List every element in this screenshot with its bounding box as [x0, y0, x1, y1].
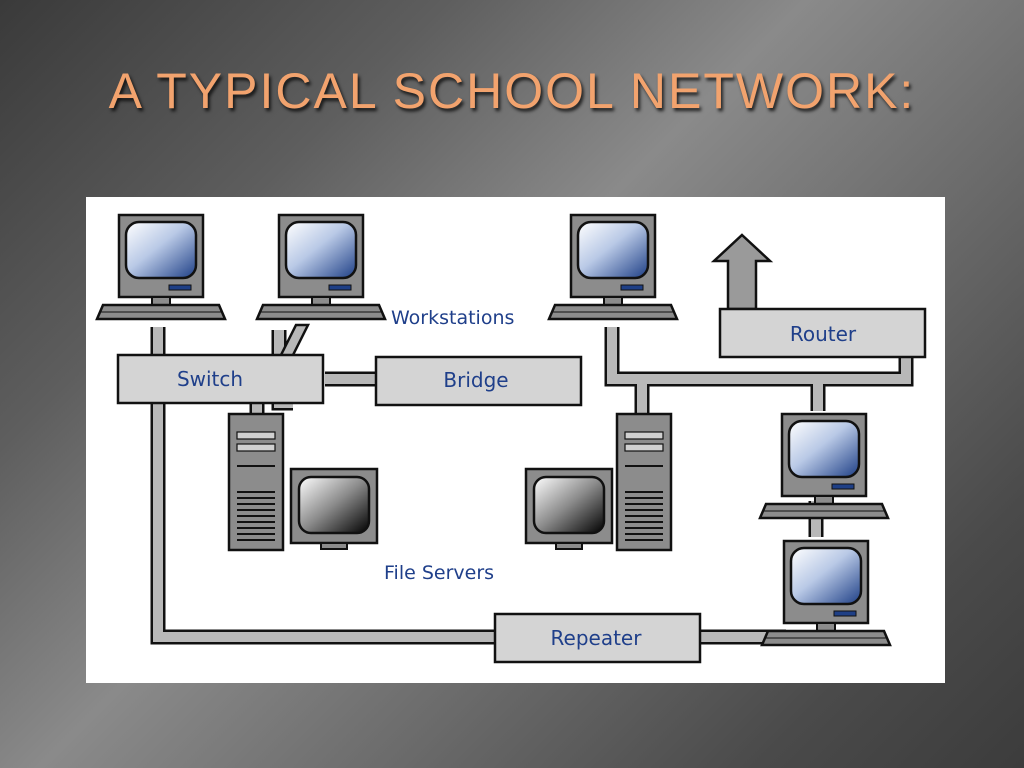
slide-title: A TYPICAL SCHOOL NETWORK: [108, 63, 916, 119]
uplink-arrow-icon [710, 233, 774, 311]
network-diagram: Switch Bridge Router Repeater Workstatio… [86, 197, 945, 683]
workstations-label: Workstations [391, 307, 514, 329]
workstation-computer-icon [95, 213, 227, 321]
bridge-device: Bridge [374, 355, 583, 407]
switch-label: Switch [177, 367, 243, 391]
server-monitor-icon [524, 467, 614, 551]
workstation-computer-icon [547, 213, 679, 321]
file-server-tower-icon [227, 412, 285, 552]
repeater-device: Repeater [493, 612, 702, 664]
file-servers-label: File Servers [384, 562, 494, 584]
router-device: Router [718, 307, 927, 359]
file-server-tower-icon [615, 412, 673, 552]
workstation-computer-icon [758, 412, 890, 520]
workstation-computer-icon [760, 539, 892, 647]
bridge-label: Bridge [443, 368, 508, 392]
switch-device: Switch [116, 353, 325, 405]
router-label: Router [790, 322, 857, 346]
server-monitor-icon [289, 467, 379, 551]
repeater-label: Repeater [551, 626, 643, 650]
workstation-computer-icon [255, 213, 387, 321]
